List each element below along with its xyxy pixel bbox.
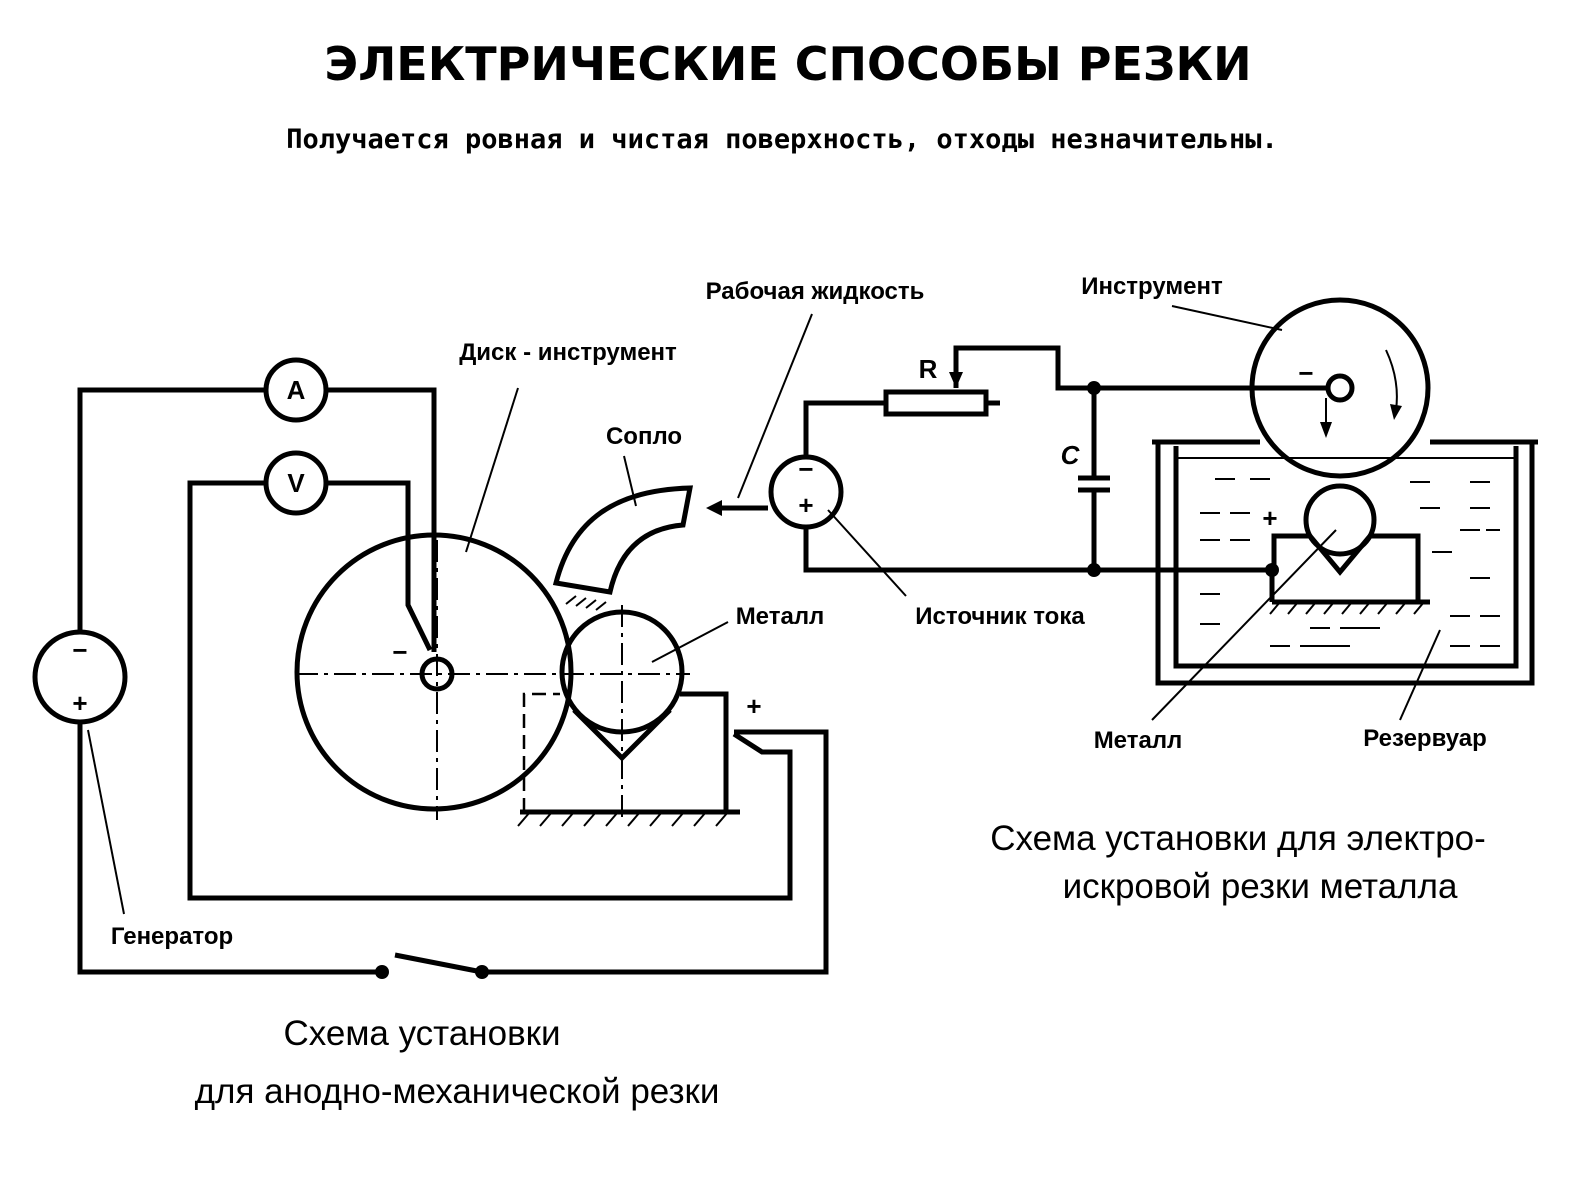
caption-anodic-line1: Схема установки <box>283 1014 560 1053</box>
junction-metal <box>1265 563 1279 577</box>
generator-symbol <box>32 629 128 725</box>
reservoir-inner <box>1173 446 1519 669</box>
wire-generator-ammeter <box>77 387 266 632</box>
wire-switch-metal <box>482 729 829 975</box>
switch-contact-left <box>375 965 389 979</box>
capacitor-letter: C <box>1061 440 1081 470</box>
leader-metal-left <box>651 621 729 663</box>
rotation-arrow-line <box>1385 349 1398 411</box>
voltmeter-symbol <box>263 450 329 516</box>
label-metal-left: Металл <box>736 603 825 630</box>
wire-generator-switch <box>77 722 382 975</box>
ground-hatch <box>517 811 729 827</box>
nozzle-spray <box>565 595 607 611</box>
page-subtitle: Получается ровная и чистая поверхность, … <box>286 124 1278 155</box>
leader-tool <box>1171 305 1283 331</box>
leader-nozzle <box>623 455 637 507</box>
label-tool: Инструмент <box>1081 273 1223 300</box>
resistor-letter: R <box>919 354 938 384</box>
caption-spark-line2: искровой резки металла <box>1063 867 1458 906</box>
ammeter-letter: A <box>287 375 306 405</box>
spark-tool-hub <box>1325 373 1355 403</box>
current-source-minus: − <box>798 454 813 484</box>
wiper-arrow <box>949 372 963 388</box>
nozzle <box>552 485 694 595</box>
spark-v-block <box>1271 533 1421 602</box>
wire-voltmeter-right <box>326 480 433 652</box>
support-block <box>680 691 729 812</box>
support-hidden-edge <box>522 692 560 812</box>
ammeter-symbol <box>263 357 329 423</box>
label-working-fluid: Рабочая жидкость <box>706 278 925 305</box>
spark-metal-circle <box>1303 483 1377 557</box>
metal-plus: + <box>746 691 761 721</box>
spark-metal-plus: + <box>1262 503 1277 533</box>
label-reservoir: Резервуар <box>1363 725 1487 752</box>
caption-spark-line1: Схема установки для электро- <box>990 819 1486 858</box>
leader-generator <box>87 729 125 915</box>
tool-minus: − <box>1298 358 1313 388</box>
anodic-cutting-scheme: A V − + − + <box>32 278 925 1111</box>
leader-disk-tool <box>465 387 519 553</box>
rotation-arrow-head <box>1390 404 1402 420</box>
wire-source-metal <box>803 527 1272 573</box>
leader-working-fluid <box>737 313 813 499</box>
reservoir-outer <box>1155 442 1535 686</box>
junction-bottom <box>1087 563 1101 577</box>
generator-plus: + <box>72 688 87 718</box>
v-block <box>572 708 672 762</box>
generator-minus: − <box>72 635 87 665</box>
leader-metal-right <box>1151 529 1337 721</box>
leader-reservoir <box>1399 629 1441 721</box>
label-current-source: Источник тока <box>915 603 1085 630</box>
current-source-plus: + <box>798 490 813 520</box>
wire-voltmeter-left <box>187 480 793 901</box>
feed-arrow-head <box>1320 422 1332 438</box>
spark-ground-hatch <box>1269 601 1425 615</box>
wire-source-resistor <box>803 400 886 457</box>
label-nozzle: Сопло <box>606 423 682 450</box>
switch-contact-right <box>475 965 489 979</box>
caption-anodic-line2: для анодно-механической резки <box>195 1072 720 1111</box>
liquid-dashes <box>1200 478 1500 647</box>
voltmeter-letter: V <box>287 468 305 498</box>
switch-blade <box>394 952 483 975</box>
label-generator: Генератор <box>111 923 233 950</box>
resistor-wiper <box>953 345 1330 391</box>
wire-ammeter-disk <box>326 387 437 652</box>
flow-arrow-head <box>706 500 722 516</box>
disk-tool-circle <box>294 532 574 812</box>
page-title: ЭЛЕКТРИЧЕСКИЕ СПОСОБЫ РЕЗКИ <box>324 37 1251 91</box>
resistor <box>883 389 989 417</box>
label-metal-right: Металл <box>1094 727 1183 754</box>
leader-current-source <box>827 509 907 597</box>
disk-minus: − <box>392 637 407 667</box>
label-disk-tool: Диск - инструмент <box>459 339 677 366</box>
spark-cutting-scheme: − + R C <box>768 273 1538 906</box>
